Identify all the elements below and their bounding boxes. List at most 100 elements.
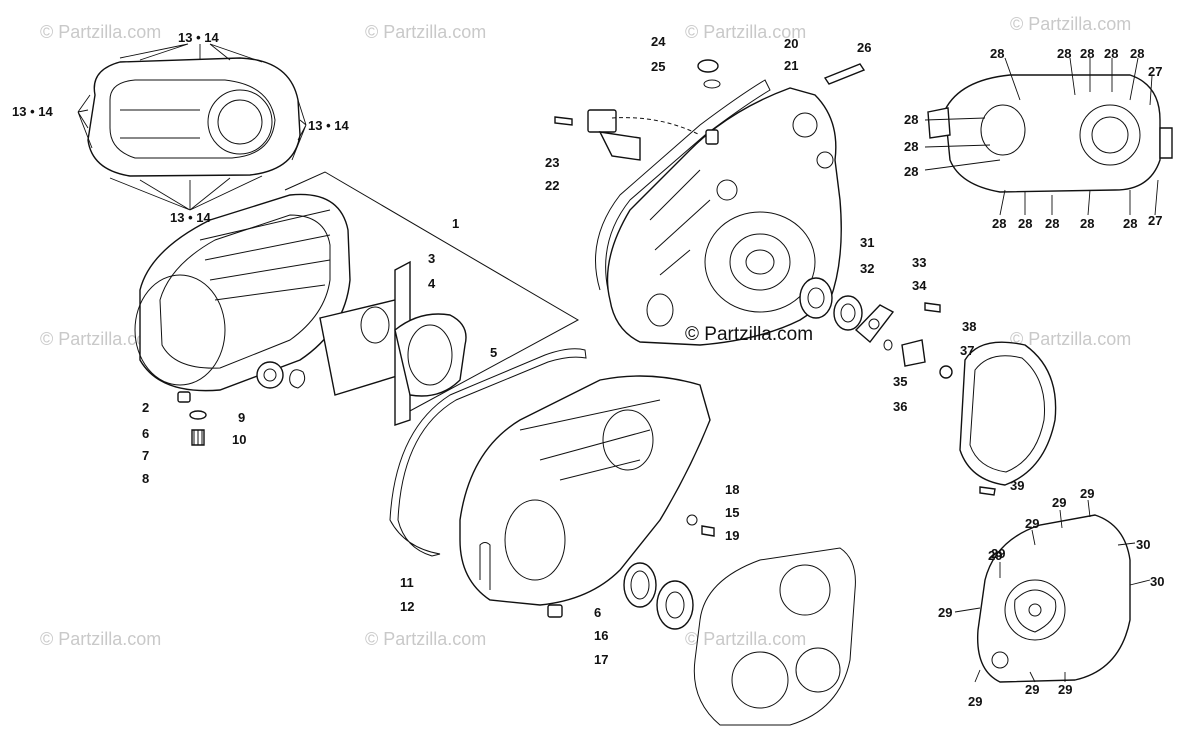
callout-label: 27 [1148, 64, 1162, 79]
callout-label: 28 [904, 164, 918, 179]
crankcase-upper [606, 87, 842, 346]
callout-label: 11 [400, 575, 414, 590]
callout-label: 1 [452, 216, 459, 231]
callout-label: 29 [938, 605, 952, 620]
bearing-31 [799, 277, 833, 319]
callout-labels: 13 • 14 13 • 14 13 • 14 13 • 14 1 2 3 4 … [12, 30, 1164, 667]
callout-label: 28 [1080, 216, 1094, 231]
callout-label: 29 [988, 548, 1002, 563]
callout-label: 17 [594, 652, 608, 667]
watermark: © Partzilla.com [1010, 329, 1131, 349]
cover-38 [959, 341, 1057, 486]
callout-label: 10 [232, 432, 246, 447]
callout-label: 28 [1123, 216, 1137, 231]
callout-label: 28 [990, 46, 1004, 61]
plate-33 [854, 304, 895, 344]
callout-label: 6 [142, 426, 149, 441]
callout-label: 36 [893, 399, 907, 414]
callout-label: 32 [860, 261, 874, 276]
gasket-19 [693, 547, 856, 726]
plug-24-25 [697, 59, 721, 89]
bearing-17 [656, 580, 694, 630]
callout-label: 9 [238, 410, 245, 425]
callout-label: 3 [428, 251, 435, 266]
callout-label: 28 [992, 216, 1006, 231]
gasket-3-4 [319, 260, 467, 426]
callout-label: 8 [142, 471, 149, 486]
callout-label: 34 [912, 278, 927, 293]
group-bracket-1 [284, 171, 580, 413]
plug-37 [939, 365, 953, 379]
callout-label: 21 [784, 58, 798, 73]
watermark: © Partzilla.com [685, 22, 806, 42]
bolt-34 [924, 302, 941, 313]
callout-label: 5 [490, 345, 497, 360]
callout-labels-29: 29 29 29 29 29 29 29 29 [938, 486, 1094, 709]
bearing-9 [256, 361, 284, 389]
strip-26 [823, 63, 866, 85]
clutch-cover-leaders [77, 43, 307, 211]
callout-label: 20 [784, 36, 798, 51]
stator-cover-leaders [924, 57, 1159, 216]
callout-label: 28 [1130, 46, 1144, 61]
clutch-cover-outer [87, 57, 301, 177]
callout-label: 30 [1136, 537, 1150, 552]
callout-label: 30 [1150, 574, 1164, 589]
pump-cover-leaders [954, 499, 1151, 683]
callout-labels-28: 28 28 28 28 28 28 28 28 28 28 28 28 [904, 46, 1144, 231]
watermark: © Partzilla.com [1010, 14, 1131, 34]
callout-label: 23 [545, 155, 559, 170]
clutch-cover-inner [134, 193, 351, 392]
callout-label: 29 [991, 546, 1005, 561]
watermark: © Partzilla.com [365, 629, 486, 649]
callout-label: 24 [651, 34, 666, 49]
callout-label: 7 [142, 448, 149, 463]
callout-label: 28 [1104, 46, 1118, 61]
gasket-11 [389, 348, 587, 557]
dowel-6-lower [547, 604, 563, 618]
callout-label: 28 [1080, 46, 1094, 61]
callout-label: 28 [1018, 216, 1032, 231]
callout-label: 28 [1057, 46, 1071, 61]
callout-label: 6 [594, 605, 601, 620]
gasket-20 [595, 79, 771, 291]
callout-label: 35 [893, 374, 907, 389]
callout-label: 22 [545, 178, 559, 193]
bracket-22-23 [554, 109, 701, 161]
seal-32 [833, 295, 863, 331]
bolt-39 [979, 486, 996, 496]
snap-ring-10 [289, 369, 306, 389]
callout-label: 13 • 14 [178, 30, 219, 45]
callout-label: 27 [1148, 213, 1162, 228]
callout-label: 13 • 14 [12, 104, 53, 119]
center-watermark: © Partzilla.com [685, 324, 813, 345]
callout-label: 16 [594, 628, 608, 643]
callout-label: 29 [1025, 682, 1039, 697]
callout-label: 28 [1045, 216, 1059, 231]
callout-label: 29 [1025, 516, 1039, 531]
callout-label: 18 [725, 482, 739, 497]
seal-16 [623, 562, 657, 608]
callout-label: 15 [725, 505, 739, 520]
callout-label: 28 [904, 139, 918, 154]
watermark: © Partzilla.com [40, 329, 161, 349]
dowel-6-upper [705, 129, 719, 145]
callout-label: 31 [860, 235, 874, 250]
spacer-35-36 [883, 339, 926, 367]
callout-label: 39 [1010, 478, 1024, 493]
callout-label: 28 [904, 112, 918, 127]
callout-label: 12 [400, 599, 414, 614]
watermark: © Partzilla.com [40, 22, 161, 42]
pump-cover [976, 514, 1131, 683]
watermark: © Partzilla.com [365, 22, 486, 42]
callout-label: 19 [725, 528, 739, 543]
callout-label: 13 • 14 [308, 118, 349, 133]
callout-label: 29 [968, 694, 982, 709]
callout-label: 13 • 14 [170, 210, 211, 225]
callout-label: 26 [857, 40, 871, 55]
callout-label: 25 [651, 59, 665, 74]
callout-label: 38 [962, 319, 976, 334]
watermark: © Partzilla.com [40, 629, 161, 649]
